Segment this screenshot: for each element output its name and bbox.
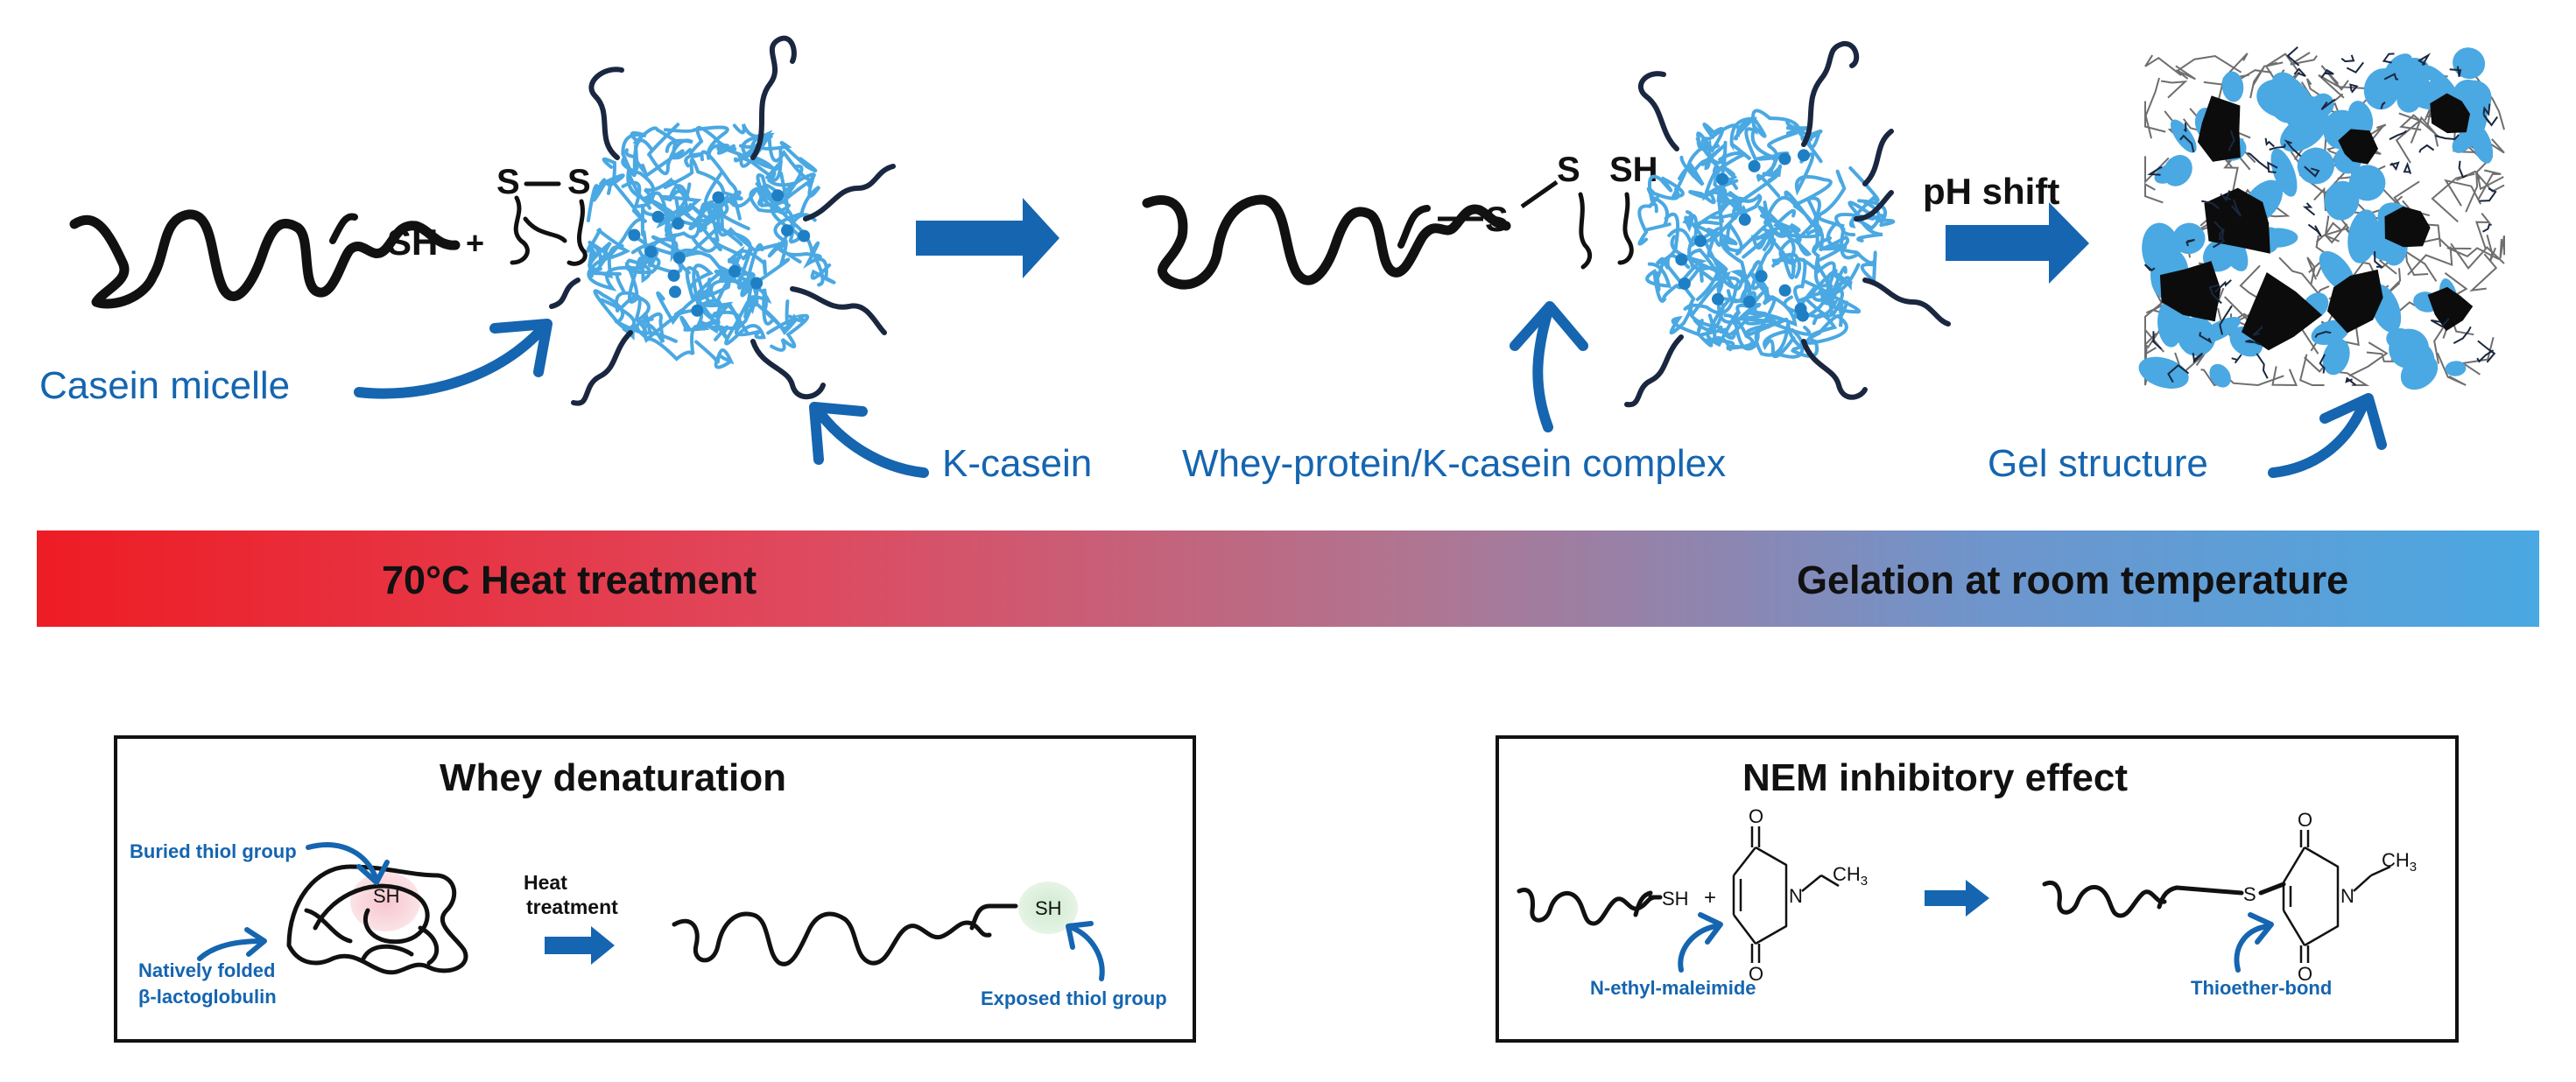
k-casein-label: K-casein: [942, 442, 1092, 485]
heat-label-line2: treatment: [526, 896, 618, 918]
buried-thiol-label: Buried thiol group: [130, 840, 297, 862]
complex-k-casein-hairs: [1624, 40, 1951, 408]
nem-plus: +: [1704, 886, 1716, 910]
complex-linker: [1578, 192, 1634, 270]
nem-o-bottom: O: [1749, 963, 1763, 985]
nem-sh-label: SH: [1662, 888, 1689, 910]
thioether-s-label: S: [2243, 883, 2256, 905]
gel-structure-label: Gel structure: [1988, 442, 2208, 485]
nem-arrow-icon: [1678, 912, 1723, 973]
whey-sh-label: SH: [387, 221, 438, 263]
folded-beta-lactoglobulin: [286, 864, 468, 975]
nem-box-title: NEM inhibitory effect: [1742, 756, 2128, 799]
nem-name-label: N-ethyl-maleimide: [1590, 977, 1756, 999]
disulfide-bond: [510, 181, 588, 266]
complex-arrow-icon: [1510, 301, 1588, 432]
thioether-n-label: N: [2340, 885, 2354, 907]
nem-o-top: O: [1749, 805, 1763, 827]
whey-protein-chain: [69, 209, 461, 309]
gelation-label: Gelation at room temperature: [1797, 558, 2348, 602]
nem-ch3-label: CH3: [1833, 863, 1868, 889]
unfolded-whey-chain: [672, 903, 1018, 966]
exposed-thiol-highlight: [1018, 882, 1078, 934]
gel-arrow-icon: [2268, 393, 2387, 478]
k-casein-hairs: [549, 35, 896, 406]
temperature-gradient-bar: [37, 530, 2539, 627]
k-casein-arrow-icon: [809, 402, 929, 478]
thioether-o-top: O: [2298, 809, 2312, 831]
nem-reaction-arrow-icon: [1925, 880, 1989, 917]
plus-sign: +: [466, 225, 484, 261]
complex-whey-chain: [1142, 179, 1559, 290]
heat-treatment-label: 70°C Heat treatment: [382, 558, 757, 602]
thioether-arrow-icon: [2234, 912, 2274, 973]
heat-label-line1: Heat: [524, 871, 567, 894]
natively-folded-arrow-icon: [197, 927, 267, 961]
nem-molecule: [1732, 826, 1840, 963]
nem-n-label: N: [1789, 885, 1803, 907]
process-arrow-icon: [916, 198, 1059, 278]
exposed-thiol-label: Exposed thiol group: [981, 987, 1167, 1009]
complex-s1: S: [1485, 200, 1509, 239]
thioether-ch3-label: CH3: [2382, 849, 2417, 875]
thioether-protein-chain: [2042, 881, 2286, 918]
disulfide-s1: S: [496, 163, 520, 201]
sh-exposed-label: SH: [1035, 897, 1062, 919]
thioether-bond-label: Thioether-bond: [2191, 977, 2332, 999]
complex-s2: S: [1557, 151, 1580, 189]
thioether-succinimide: [2282, 830, 2391, 963]
casein-micelle-label: Casein micelle: [39, 364, 290, 407]
sh-folded-label: SH: [373, 885, 400, 907]
nem-protein-chain: [1517, 888, 1663, 926]
casein-micelle: [585, 123, 836, 369]
disulfide-s2: S: [567, 163, 591, 201]
whey-denaturation-box: [114, 735, 1196, 1043]
exposed-thiol-arrow-icon: [1066, 921, 1105, 981]
thioether-o-bottom: O: [2298, 963, 2312, 985]
ph-shift-label: pH shift: [1923, 171, 2059, 212]
complex-micelle: [1637, 109, 1896, 359]
ph-shift-arrow-icon: [1946, 202, 2089, 284]
gel-structure: [2138, 46, 2505, 390]
whey-box-title: Whey denaturation: [440, 756, 786, 799]
buried-thiol-arrow-icon: [306, 842, 390, 885]
complex-label: Whey-protein/K-casein complex: [1182, 442, 1726, 485]
natively-folded-label: Natively folded: [138, 959, 275, 981]
casein-micelle-arrow-icon: [354, 319, 553, 399]
heat-arrow-icon: [545, 926, 615, 965]
beta-lactoglobulin-label: β-lactoglobulin: [138, 986, 277, 1008]
